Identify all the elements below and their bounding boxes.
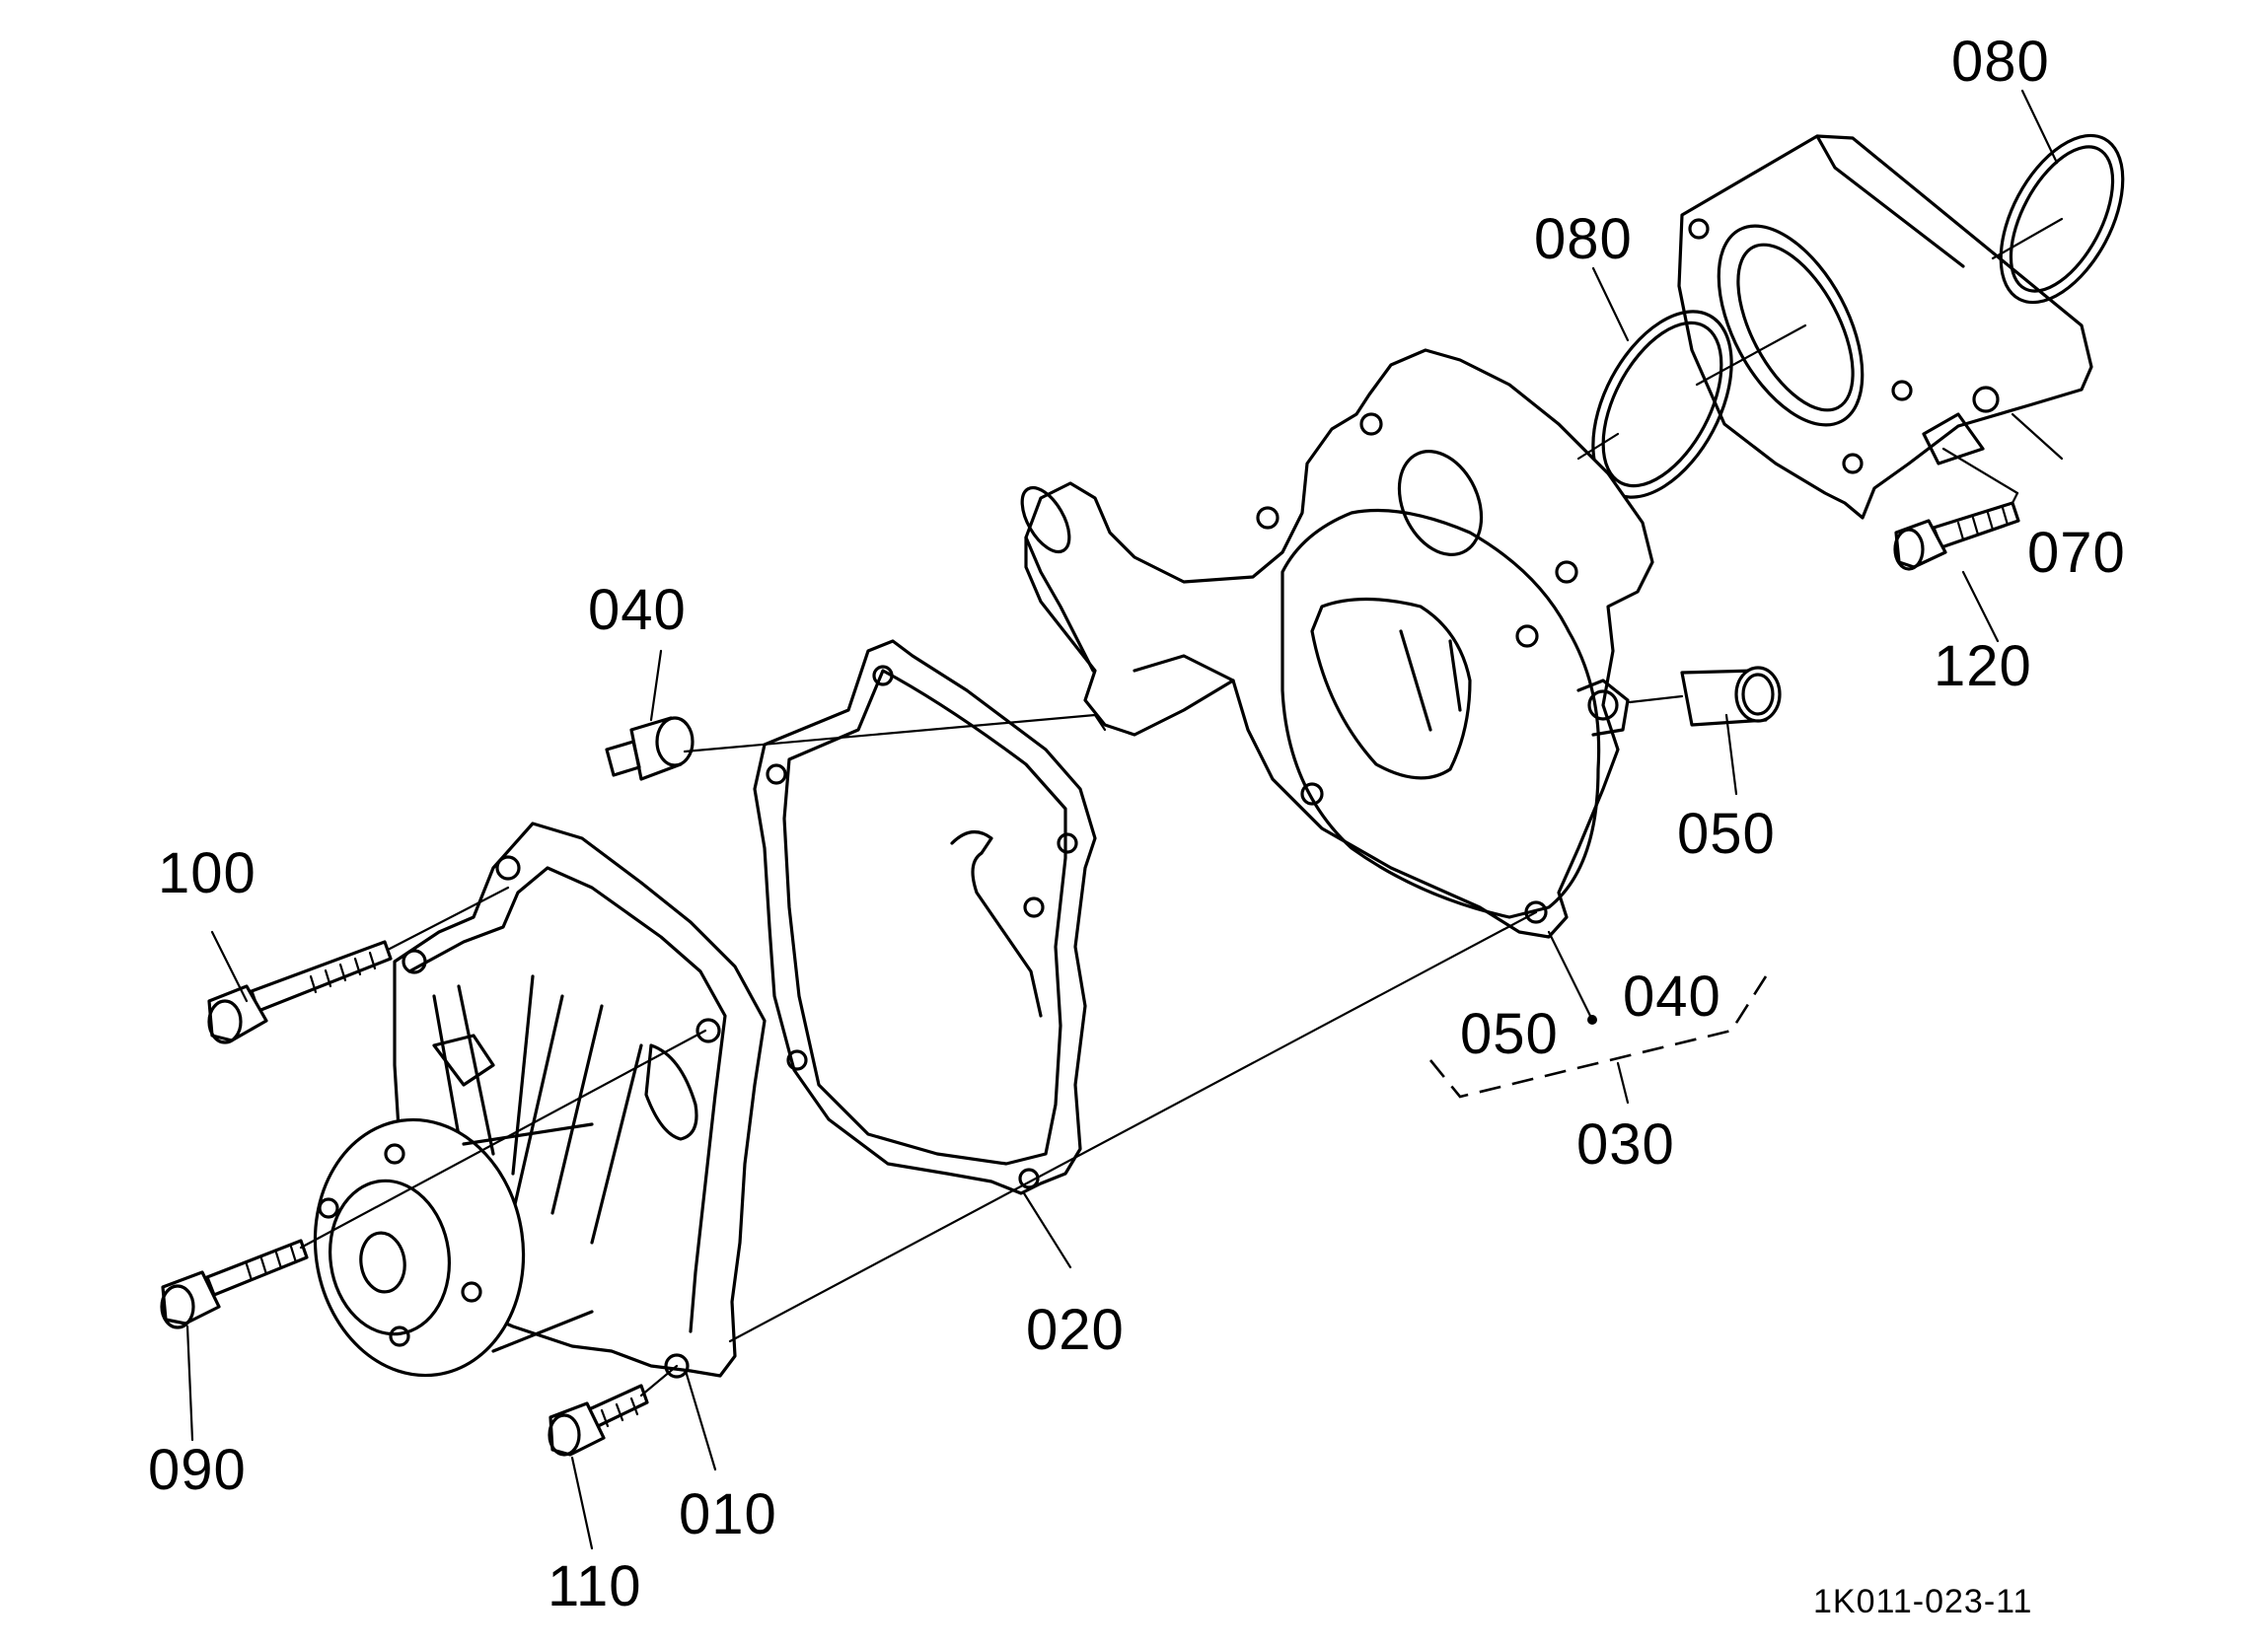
bolt-100	[207, 940, 393, 1044]
label-020: 020	[1026, 1298, 1125, 1362]
label-010: 010	[679, 1482, 777, 1546]
label-120: 120	[1934, 634, 2032, 698]
label-100: 100	[158, 841, 256, 905]
label-040-assembly: 040	[1623, 965, 1721, 1029]
bolt-090	[160, 1239, 309, 1329]
label-080-lower: 080	[1534, 207, 1633, 271]
bolt-120	[1893, 501, 2020, 571]
pipe-050	[1680, 666, 1782, 727]
pump-housing-010	[313, 822, 767, 1379]
bolt-110	[548, 1384, 649, 1457]
leader-lines	[185, 89, 2064, 1550]
drawing-code: 1K011-023-11	[1813, 1583, 2032, 1620]
label-080-upper: 080	[1951, 30, 2050, 94]
thermostat-housing-070	[1677, 134, 2093, 520]
part-labels: 080 080 070 120 050 040 100 090 110 010 …	[148, 30, 2126, 1620]
label-050-pipe: 050	[1677, 802, 1776, 866]
label-030: 030	[1576, 1112, 1675, 1177]
gasket-020	[753, 639, 1097, 1195]
assembly-bracket-030	[1428, 975, 1768, 1099]
label-040-plug: 040	[588, 578, 687, 642]
pump-body-030	[1020, 348, 1654, 939]
label-070: 070	[2027, 521, 2126, 585]
o-ring-080-upper	[1999, 133, 2125, 305]
label-050-assembly: 050	[1460, 1002, 1559, 1066]
label-110: 110	[548, 1554, 641, 1618]
assembly-dot	[1587, 1015, 1597, 1025]
label-090: 090	[148, 1438, 247, 1502]
plug-040	[605, 716, 695, 781]
